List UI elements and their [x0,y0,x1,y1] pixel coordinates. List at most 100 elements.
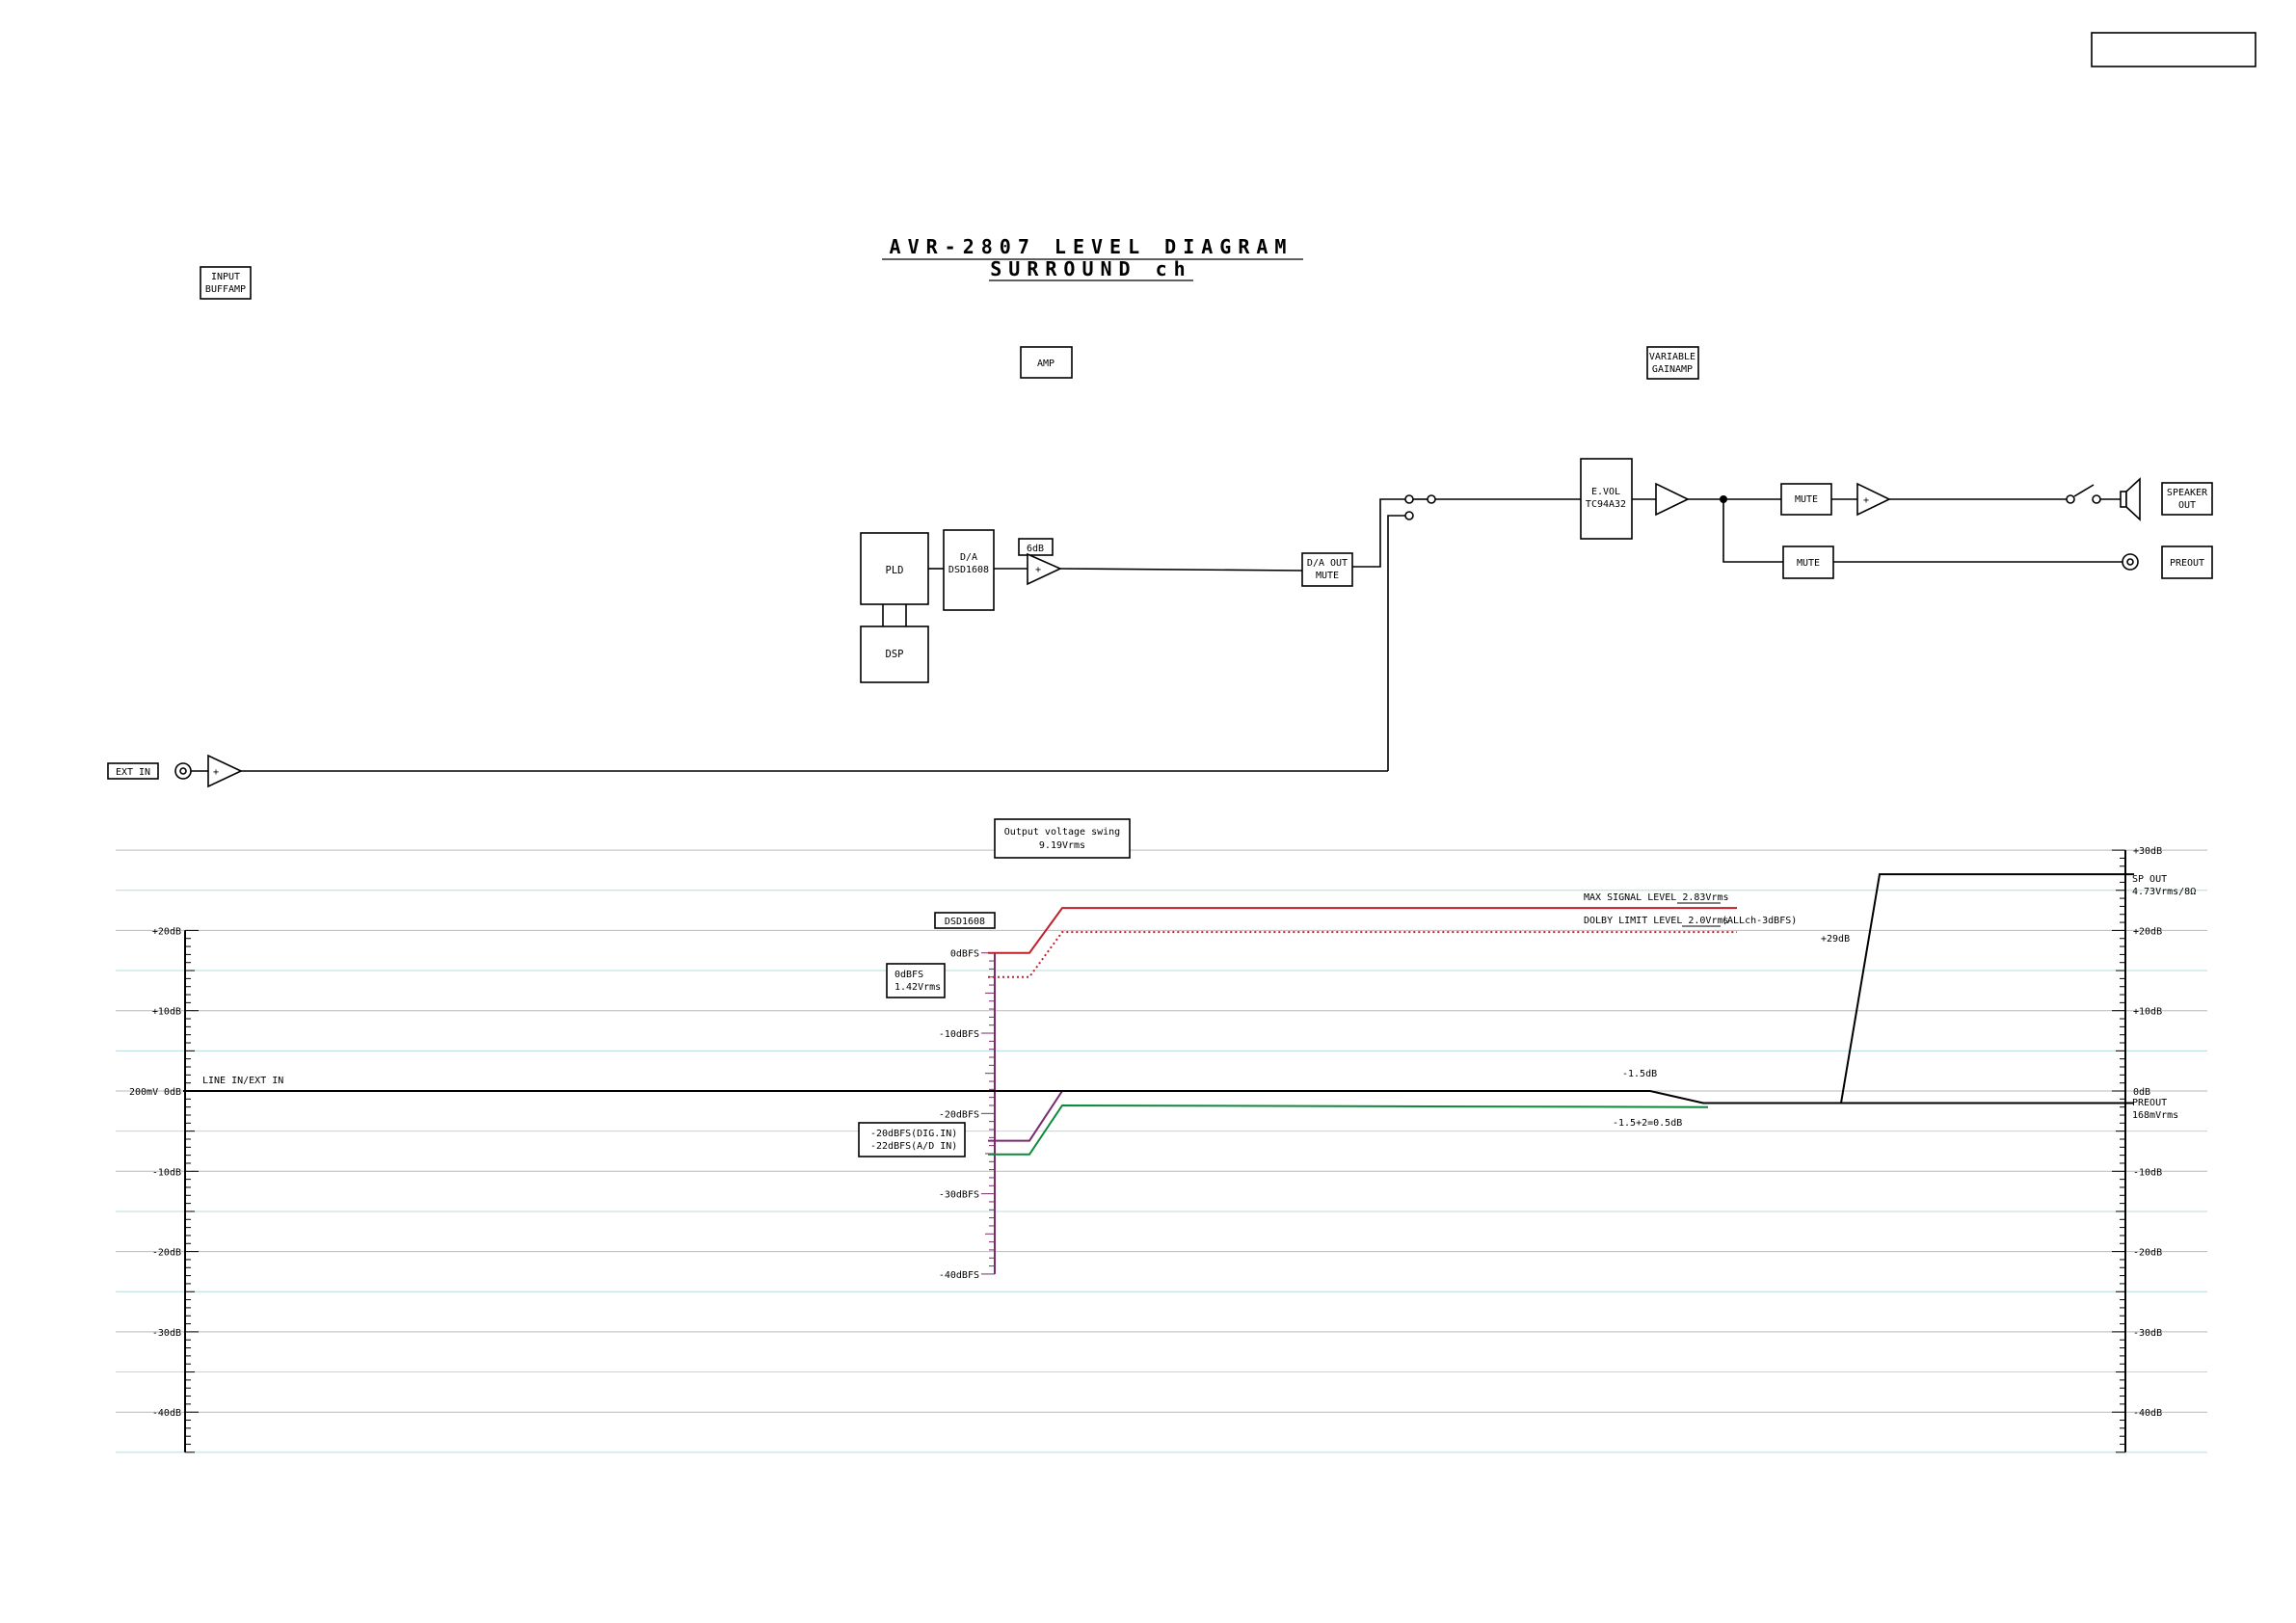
svg-text:DSD1608: DSD1608 [948,565,989,575]
svg-text:Output voltage swing: Output voltage swing [1004,827,1120,838]
series-layer [183,873,2134,1156]
dsd1608-label: DSD1608 [934,912,996,929]
power-amp-triangle: + [1856,482,1891,517]
right-axis-tick-label: 0dB [2133,1087,2150,1098]
sp-out-label: SP OUT [2132,874,2167,885]
dbfs-tick-label: -20dBFS [939,1109,979,1120]
level-series-line-3 [988,1104,1709,1156]
right-axis-tick-label: +30dB [2133,846,2162,857]
title-block-frame [2091,32,2256,67]
da-converter-block: D/A DSD1608 [943,529,995,611]
svg-text:INPUT: INPUT [211,272,240,282]
svg-text:TC94A32: TC94A32 [1586,499,1626,510]
plus-29-label: +29dB [1821,934,1850,945]
preout-label: PREOUT [2161,545,2213,579]
svg-text:OUT: OUT [2178,500,2196,511]
level-series-line-0 [988,907,1737,954]
sp-out-value: 4.73Vrms/8Ω [2132,887,2196,897]
variable-gain-amp-triangle [1655,482,1690,517]
svg-text:0dBFS: 0dBFS [894,970,923,980]
ext-in-label: EXT IN [107,762,159,780]
left-axis-zero-prefix: 200mV [129,1087,158,1098]
svg-text:9.19Vrms: 9.19Vrms [1039,840,1085,851]
diagram-subtitle: SURROUND ch [990,257,1191,280]
ext-in-jack-icon [174,762,192,780]
speaker-relay-switch [2073,484,2095,497]
diagram-title: AVR-2807 LEVEL DIAGRAM [890,235,1294,258]
dsp-block: DSP [860,625,929,683]
left-axis-tick-label: -30dB [152,1328,181,1339]
left-axis-tick-label: -20dB [152,1248,181,1259]
variable-gainamp-block: VARIABLE GAINAMP [1646,346,1699,380]
svg-text:+: + [213,767,219,778]
preout-jack-icon [2122,553,2139,571]
speaker-out-label: SPEAKER OUT [2161,482,2213,516]
dolby-limit-label: DOLBY LIMIT LEVEL 2.0Vrms [1584,916,1729,926]
svg-text:GAINAMP: GAINAMP [1652,364,1693,375]
level-chart: +20dB +10dB 0dB 200mV -10dB -20dB -30dB -40dB +3… [116,818,2207,1453]
svg-text:VARIABLE: VARIABLE [1649,352,1695,362]
svg-text:DSD1608: DSD1608 [945,917,985,927]
svg-text:+: + [1035,565,1041,575]
left-axis-tick-label: +20dB [152,926,181,937]
line-in-label: LINE IN/EXT IN [202,1076,283,1086]
svg-text:-20dBFS(DIG.IN): -20dBFS(DIG.IN) [870,1129,957,1139]
svg-text:+: + [1863,495,1869,506]
svg-text:MUTE: MUTE [1795,494,1818,505]
svg-text:BUFFAMP: BUFFAMP [205,284,246,295]
dbfs-tick-label: -10dBFS [939,1029,979,1040]
speaker-icon [2120,477,2141,521]
dbfs-tick-label: 0dBFS [950,949,979,960]
odbfs-note: 0dBFS 1.42Vrms [886,963,946,998]
svg-text:PREOUT: PREOUT [2170,558,2204,569]
input-buffamp-block: INPUT BUFFAMP [200,266,252,300]
amp-6db-triangle: + [1027,552,1062,586]
preout-axis-label: PREOUT [2132,1098,2167,1108]
svg-text:SPEAKER: SPEAKER [2167,488,2208,498]
svg-text:-22dBFS(A/D IN): -22dBFS(A/D IN) [870,1141,957,1152]
right-axis-tick-label: -10dB [2133,1167,2162,1178]
svg-text:D/A: D/A [960,552,977,563]
dbfs-tick-label: -40dBFS [939,1270,979,1281]
gain-6db-label: 6dB [1018,538,1054,556]
level-series-line-2 [988,1090,1650,1142]
svg-text:D/A OUT: D/A OUT [1307,558,1348,569]
pld-block: PLD [860,532,929,605]
right-axis-tick-label: +10dB [2133,1007,2162,1018]
svg-text:AMP: AMP [1037,359,1055,369]
max-signal-label: MAX SIGNAL LEVEL 2.83Vrms [1584,892,1729,903]
left-axis-tick-label: -40dB [152,1408,181,1419]
svg-text:EXT IN: EXT IN [116,767,150,778]
mute-pre-block: MUTE [1782,545,1834,579]
level-series-line-1 [988,931,1737,978]
svg-text:E.VOL: E.VOL [1591,487,1620,497]
da-out-mute-block: D/A OUT MUTE [1301,552,1353,587]
minus-calc-label: -1.5+2=0.5dB [1613,1118,1682,1129]
digin-note: -20dBFS(DIG.IN) -22dBFS(A/D IN) [858,1122,966,1157]
right-axis-tick-label: -40dB [2133,1408,2162,1419]
svg-text:DSP: DSP [886,649,904,660]
right-axis-tick-label: -20dB [2133,1248,2162,1259]
evol-block: E.VOL TC94A32 [1580,458,1633,540]
axis-layer: +20dB +10dB 0dB 200mV -10dB -20dB -30dB -40dB +3… [129,846,2162,1453]
dbfs-tick-label: -30dBFS [939,1190,979,1201]
left-axis-tick-label: 0dB [164,1087,181,1098]
amp-block: AMP [1020,346,1073,379]
svg-text:MUTE: MUTE [1797,558,1820,569]
right-axis-tick-label: -30dB [2133,1328,2162,1339]
svg-text:PLD: PLD [886,565,904,576]
mute-sp-block: MUTE [1780,483,1832,516]
right-axis-tick-label: +20dB [2133,926,2162,937]
svg-text:1.42Vrms: 1.42Vrms [894,982,941,993]
left-axis-tick-label: +10dB [152,1007,181,1018]
preout-axis-value: 168mVrms [2132,1110,2178,1121]
grid-layer [116,849,2207,1453]
input-buffer-triangle: + [207,754,243,788]
left-axis-tick-label: -10dB [152,1167,181,1178]
dolby-note-label: (ALLch-3dBFS) [1722,916,1797,926]
signal-chain: PLD DSP D/A DSD1608 6dB + D/A OUT [107,458,2213,788]
output-swing-note: Output voltage swing 9.19Vrms [994,818,1131,859]
svg-text:6dB: 6dB [1027,544,1044,554]
minus-1-5-label: -1.5dB [1622,1069,1657,1079]
